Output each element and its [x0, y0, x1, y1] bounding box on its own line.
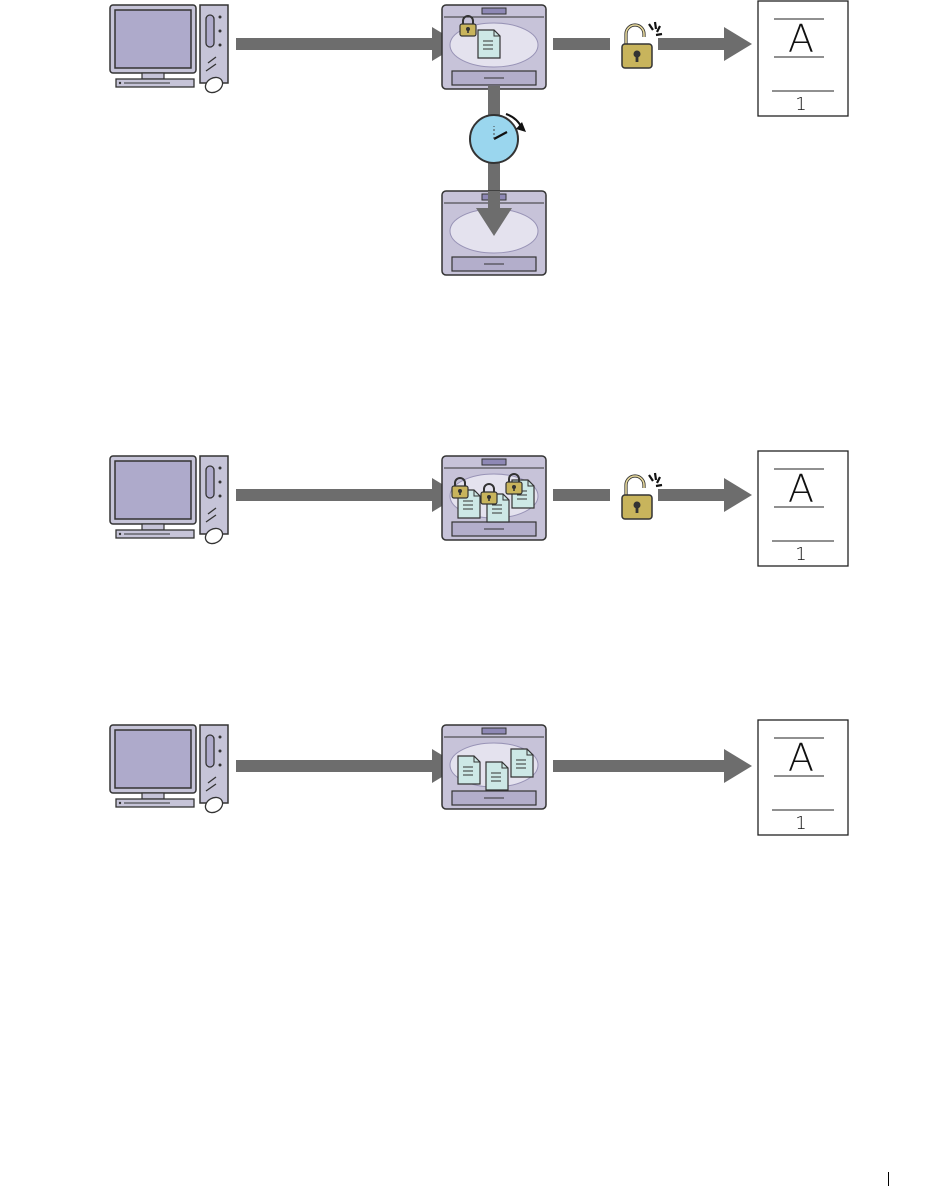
clock-icon: [470, 114, 526, 163]
document-icon: [486, 762, 508, 790]
computer-icon: [110, 5, 228, 96]
document-icon: [478, 30, 500, 58]
diagram-secure-print-timed-delete: A 1: [110, 1, 848, 275]
computer-icon: [110, 725, 228, 816]
diagram-secure-print-multiple: A 1: [110, 451, 848, 566]
page-letter: A: [788, 467, 814, 511]
document-icon: [458, 756, 480, 784]
arrow-right-icon: [553, 749, 752, 783]
document-icon: [511, 749, 533, 777]
page-number: 1: [795, 813, 806, 834]
page-letter: A: [788, 736, 814, 780]
computer-icon: [110, 456, 228, 547]
page-number: 1: [795, 94, 806, 115]
page-number: 1: [795, 544, 806, 565]
arrow-right-icon: [236, 749, 460, 783]
diagram-standard-print: A 1: [110, 720, 848, 835]
page-letter: A: [788, 17, 814, 61]
arrow-right-icon: [236, 27, 460, 61]
arrow-right-icon: [236, 478, 460, 512]
page-margin-marker: [888, 1172, 889, 1186]
